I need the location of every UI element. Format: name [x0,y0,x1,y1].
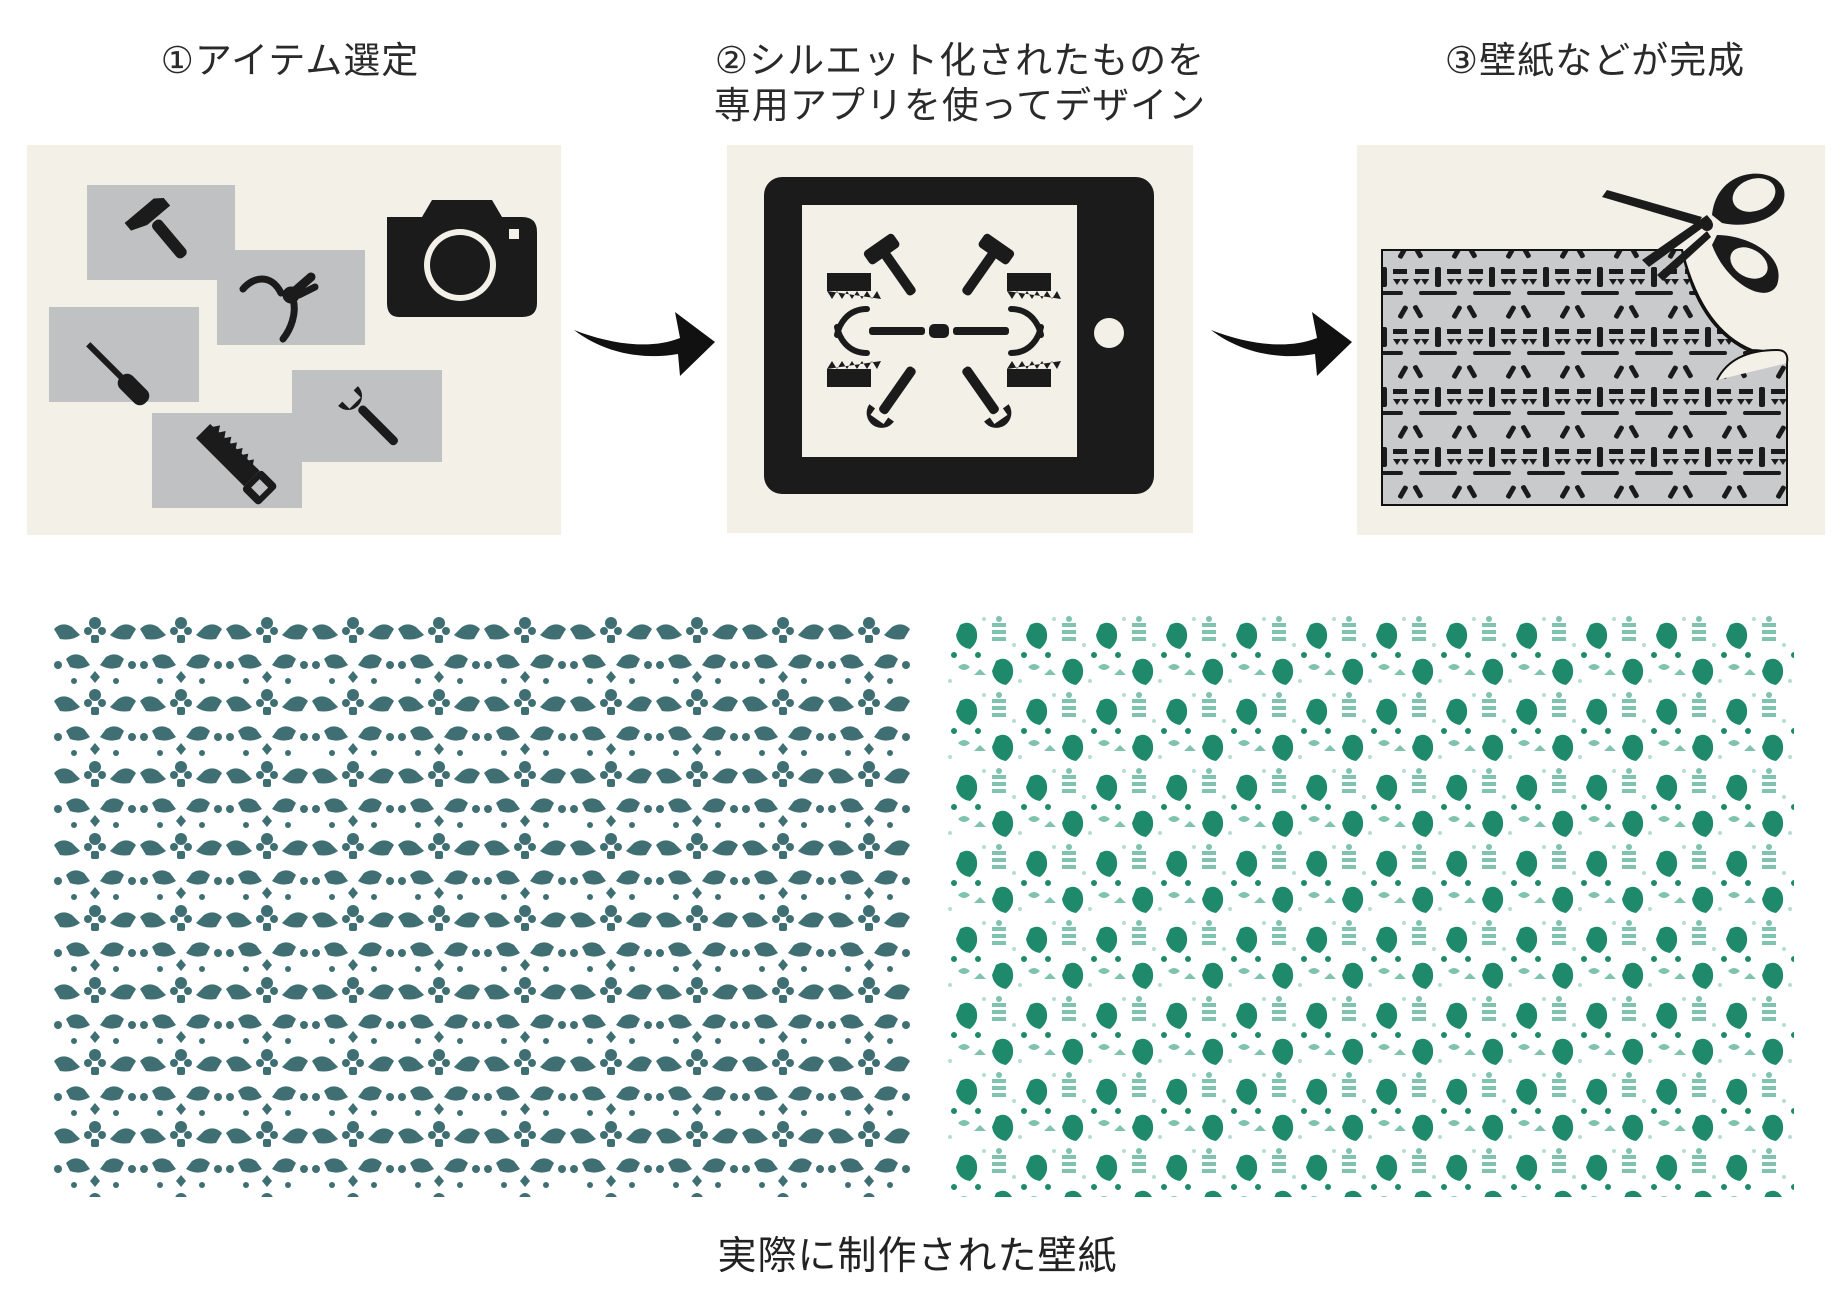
pliers-icon [239,272,319,343]
step1-panel [27,145,561,535]
wallpaper-sample-teal [52,615,912,1197]
camera-icon [387,200,537,317]
saw-icon [195,423,277,505]
step1-title: ①アイテム選定 [160,39,420,82]
wallpaper-sample-green [948,615,1794,1197]
tablet-icon [764,177,1154,494]
step2-panel [727,145,1193,533]
step3-panel [1357,145,1825,535]
screwdriver-icon [86,342,150,406]
wallpaper-sheet-icon [1381,249,1789,506]
arrow-icon [574,312,715,376]
wrench-icon [338,386,398,446]
caption: 実際に制作された壁紙 [717,1234,1118,1279]
step2-title: ②シルエット化されたものを 専用アプリを使ってデザイン [713,39,1207,127]
step3-title: ③壁紙などが完成 [1444,39,1746,82]
hammer-icon [124,198,187,259]
arrow-icon [1211,312,1352,376]
scissors-icon [1602,173,1785,293]
